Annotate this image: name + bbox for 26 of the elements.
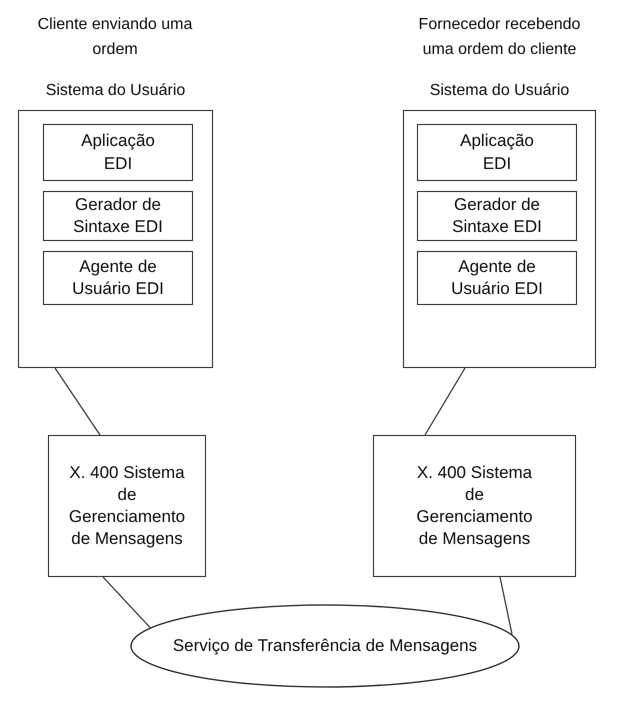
process-box <box>417 251 577 305</box>
ellipse-node <box>130 604 520 688</box>
box-heading: Sistema do Usuário <box>44 81 186 101</box>
process-box <box>417 124 577 181</box>
process-box <box>417 191 577 241</box>
box-text: Aplicação EDI <box>459 130 535 174</box>
connector-line <box>102 576 150 628</box>
box-text: Agente de Usuário EDI <box>71 256 165 300</box>
process-box <box>48 435 206 577</box>
box-text: X. 400 Sistema de Gerenciamento de Mensagens <box>68 462 186 550</box>
box-text: Gerador de Sintaxe EDI <box>451 194 543 238</box>
box-text: Agente de Usuário EDI <box>450 256 544 300</box>
column-title: Cliente enviando uma ordem <box>36 15 194 60</box>
box-text: Aplicação EDI <box>80 130 156 174</box>
connector-line <box>54 368 100 436</box>
process-box <box>43 191 193 241</box>
connector-line <box>424 368 466 436</box>
column-title: Fornecedor recebendo uma ordem do cliente <box>418 15 582 60</box>
box-text: X. 400 Sistema de Gerenciamento de Mensagens <box>415 462 534 550</box>
box-heading: Sistema do Usuário <box>428 81 570 101</box>
process-box <box>43 124 193 181</box>
box-text: Serviço de Transferência de Mensagens <box>172 634 478 657</box>
connector-line <box>499 576 513 634</box>
process-box <box>43 251 193 305</box>
process-box <box>373 435 576 577</box>
box-text: Gerador de Sintaxe EDI <box>72 194 164 238</box>
